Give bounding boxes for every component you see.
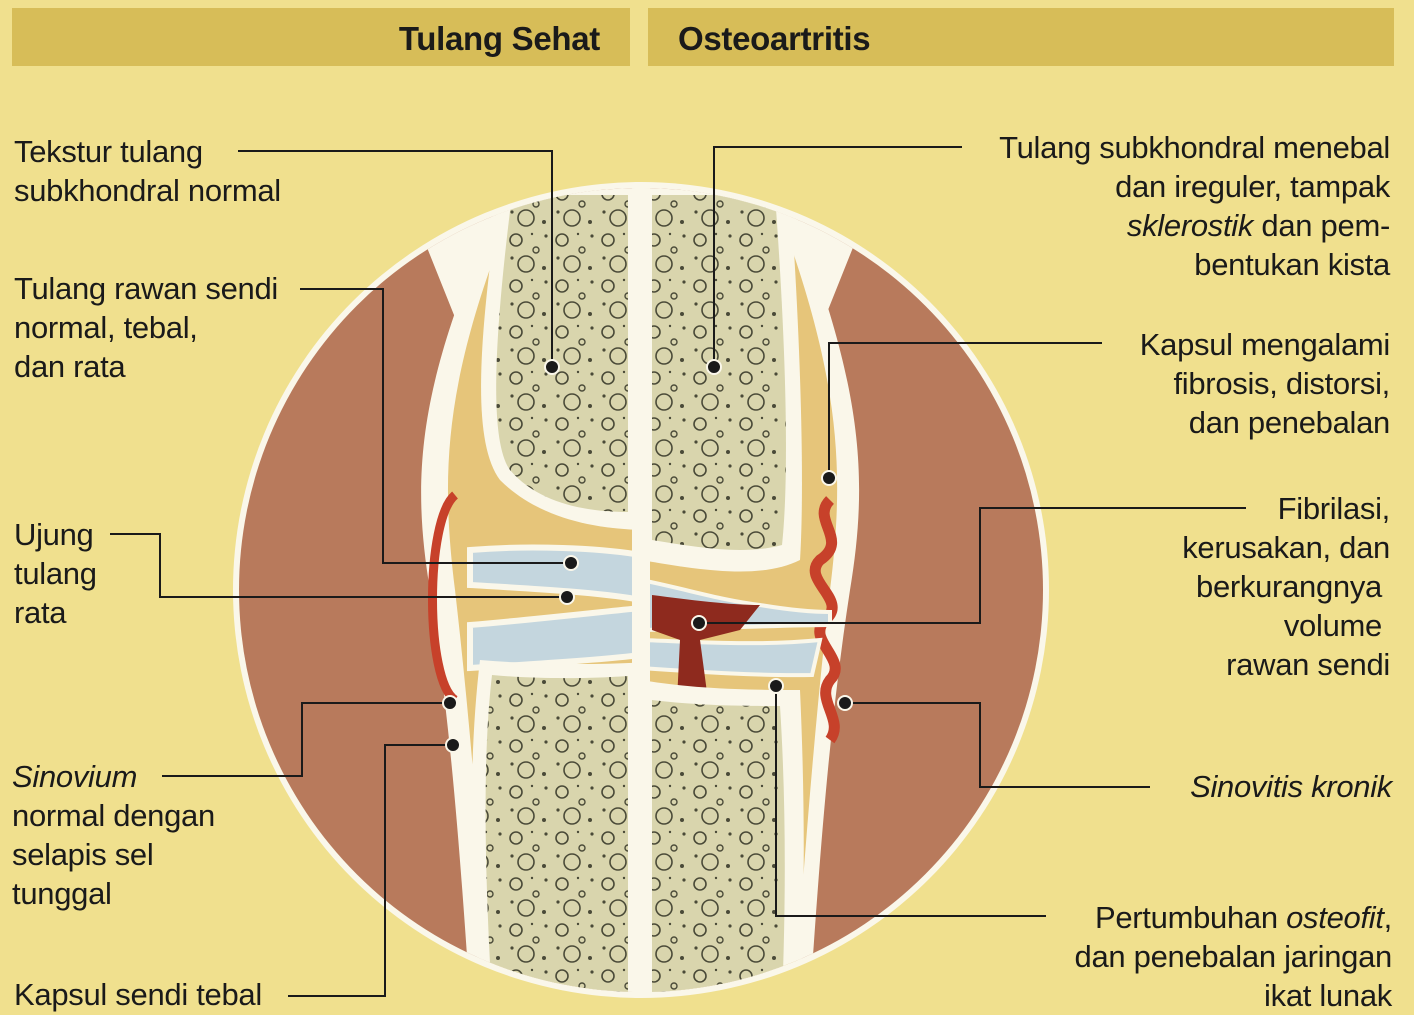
marker-capsule-oa (822, 471, 836, 485)
label-cartilage-normal: Tulang rawan sendi normal, tebal, dan ra… (14, 269, 278, 386)
label-subchondral-oa: Tulang subkhondral menebal dan ireguler,… (999, 128, 1390, 284)
label-synovitis: Sinovitis kronik (1190, 767, 1392, 806)
marker-fibrillation (692, 616, 706, 630)
label-osteophyte: Pertumbuhan osteofit, dan penebalan jari… (1075, 898, 1392, 1015)
marker-capsule (446, 738, 460, 752)
marker-cartilage-normal (564, 556, 578, 570)
marker-subchondral-normal (545, 360, 559, 374)
marker-osteophyte (769, 679, 783, 693)
label-subchondral-normal: Tekstur tulang subkhondral normal (14, 132, 281, 210)
marker-synovitis (838, 696, 852, 710)
center-divider (632, 180, 650, 1014)
label-synovium: Sinovium normal dengan selapis sel tungg… (12, 757, 215, 913)
marker-synovium (443, 696, 457, 710)
label-bone-end-flat: Ujung tulang rata (14, 515, 97, 632)
marker-bone-end (560, 590, 574, 604)
label-capsule-fibrosis: Kapsul mengalami fibrosis, distorsi, dan… (1140, 325, 1390, 442)
cartilage-oa-lower (641, 640, 820, 675)
marker-subchondral-oa (707, 360, 721, 374)
label-capsule-thick: Kapsul sendi tebal (14, 975, 262, 1014)
label-fibrillation: Fibrilasi, kerusakan, dan berkurangnya v… (1182, 489, 1390, 684)
